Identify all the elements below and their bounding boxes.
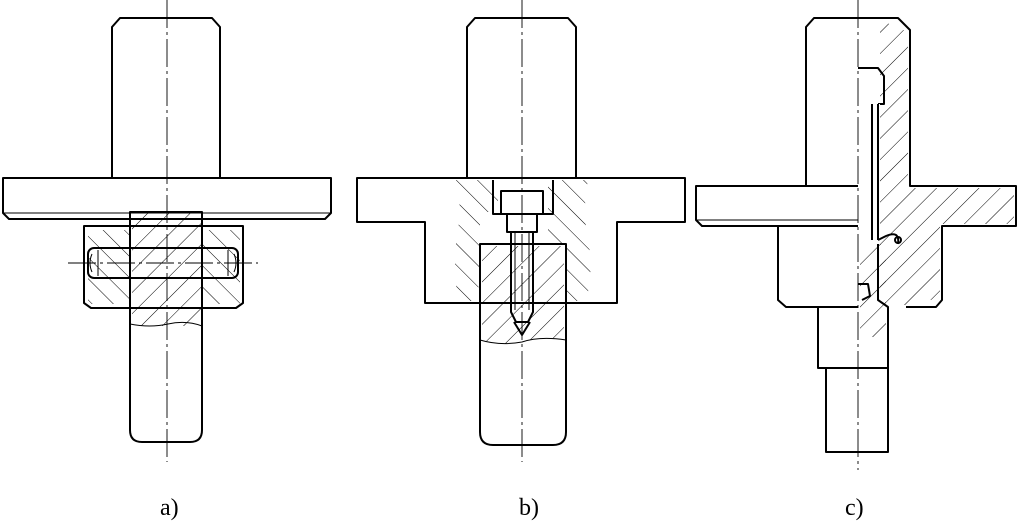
figure-b [356,0,686,462]
retainer-block-a [83,225,244,309]
figure-c [695,0,1017,470]
caption-b: b) [519,495,539,521]
punch-a [129,211,203,443]
section-body-c [858,17,1017,308]
figure-a [2,0,332,462]
caption-a: a) [160,495,179,521]
flange-body-b [356,177,686,304]
caption-c: c) [845,495,864,521]
shank-b [466,17,577,178]
shank-c [805,17,858,186]
shank-a [111,17,221,178]
punch-b [479,243,567,446]
